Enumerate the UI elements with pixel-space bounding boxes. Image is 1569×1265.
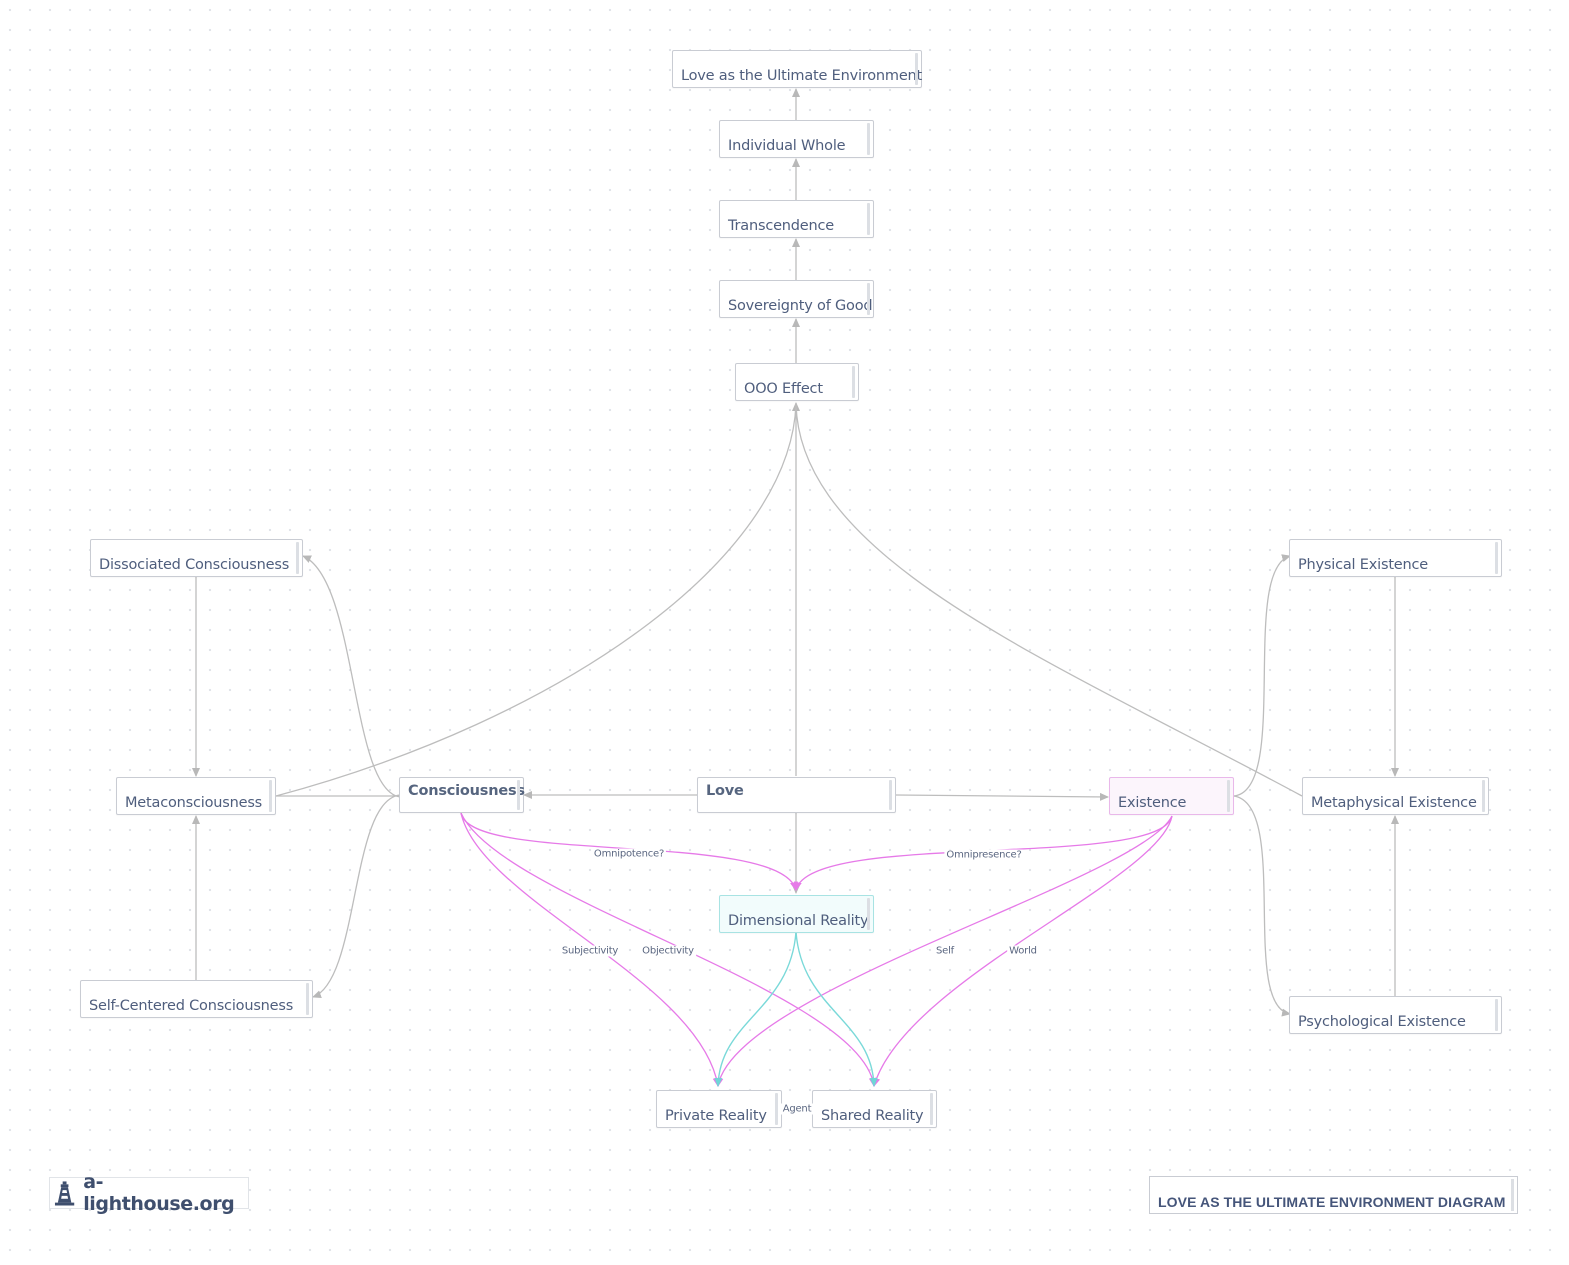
node-transcendence[interactable]: Transcendence	[719, 200, 874, 238]
edge-label-world: World	[1007, 945, 1039, 957]
node-label: Transcendence	[728, 218, 835, 234]
node-dimensional-reality[interactable]: Dimensional Reality	[719, 895, 874, 933]
edge-consciousness-to-self-centered	[312, 794, 401, 999]
node-existence[interactable]: Existence	[1109, 777, 1234, 815]
node-ooo-effect[interactable]: OOO Effect	[735, 363, 859, 401]
edge-existence-to-physical	[1233, 554, 1291, 797]
node-sovereignty-of-good[interactable]: Sovereignty of Good	[719, 280, 874, 318]
node-individual-whole[interactable]: Individual Whole	[719, 120, 874, 158]
edge-subjectivity	[460, 812, 721, 1087]
node-label: Metaconsciousness	[125, 795, 263, 811]
node-dissociated-consciousness[interactable]: Dissociated Consciousness	[90, 539, 303, 577]
node-love-ultimate-environment[interactable]: Love as the Ultimate Environment	[672, 50, 922, 88]
lighthouse-icon	[54, 1181, 75, 1206]
edge-dimensional-to-shared	[795, 931, 878, 1087]
edge-label-self: Self	[934, 945, 956, 957]
node-label: Individual Whole	[728, 138, 846, 154]
node-label: Private Reality	[665, 1108, 767, 1124]
node-self-centered-consciousness[interactable]: Self-Centered Consciousness	[80, 980, 313, 1018]
edge-dimensional-to-private	[714, 931, 797, 1087]
edge-consciousness-to-dissociated	[302, 555, 401, 798]
node-love[interactable]: Love	[697, 777, 896, 813]
diagram-title: LOVE AS THE ULTIMATE ENVIRONMENT DIAGRAM	[1149, 1176, 1518, 1214]
edge-existence-to-psychological	[1233, 795, 1291, 1017]
node-metaconsciousness[interactable]: Metaconsciousness	[116, 777, 276, 815]
edge-label-agent: Agent	[780, 1103, 814, 1115]
edge-label-subjectivity: Subjectivity	[559, 945, 621, 957]
node-label: Physical Existence	[1298, 557, 1429, 573]
site-logo[interactable]: a-lighthouse.org	[49, 1171, 249, 1215]
logo-text: a-lighthouse.org	[83, 1171, 235, 1215]
node-label: OOO Effect	[744, 381, 823, 397]
edge-metaconsciousness-to-ooo	[275, 403, 797, 797]
edge-label-omnipotence: Omnipotence?	[591, 848, 667, 860]
node-metaphysical-existence[interactable]: Metaphysical Existence	[1302, 777, 1489, 815]
node-label: Love	[706, 783, 744, 799]
edge-label-omnipresence: Omnipresence?	[944, 849, 1024, 861]
edge-metaphysical-to-ooo	[795, 403, 1303, 797]
node-label: Consciousness	[408, 783, 525, 799]
node-consciousness[interactable]: Consciousness	[399, 777, 525, 813]
edge-love-to-existence	[895, 792, 1109, 801]
node-label: Sovereignty of Good	[728, 298, 873, 314]
node-label: Love as the Ultimate Environment	[681, 68, 923, 84]
node-label: Psychological Existence	[1298, 1014, 1466, 1030]
node-physical-existence[interactable]: Physical Existence	[1289, 539, 1502, 577]
node-psychological-existence[interactable]: Psychological Existence	[1289, 996, 1502, 1034]
node-label: Shared Reality	[821, 1108, 924, 1124]
node-shared-reality[interactable]: Shared Reality	[812, 1090, 937, 1128]
node-label: Dimensional Reality	[728, 913, 869, 929]
node-label: Dissociated Consciousness	[99, 557, 290, 573]
node-label: Metaphysical Existence	[1311, 795, 1477, 811]
node-label: Self-Centered Consciousness	[89, 998, 294, 1014]
node-private-reality[interactable]: Private Reality	[656, 1090, 782, 1128]
edge-world	[872, 815, 1173, 1087]
diagram-title-text: LOVE AS THE ULTIMATE ENVIRONMENT DIAGRAM	[1158, 1194, 1506, 1210]
edge-self	[715, 815, 1173, 1087]
edge-label-objectivity: Objectivity	[640, 945, 696, 957]
node-label: Existence	[1118, 795, 1187, 811]
